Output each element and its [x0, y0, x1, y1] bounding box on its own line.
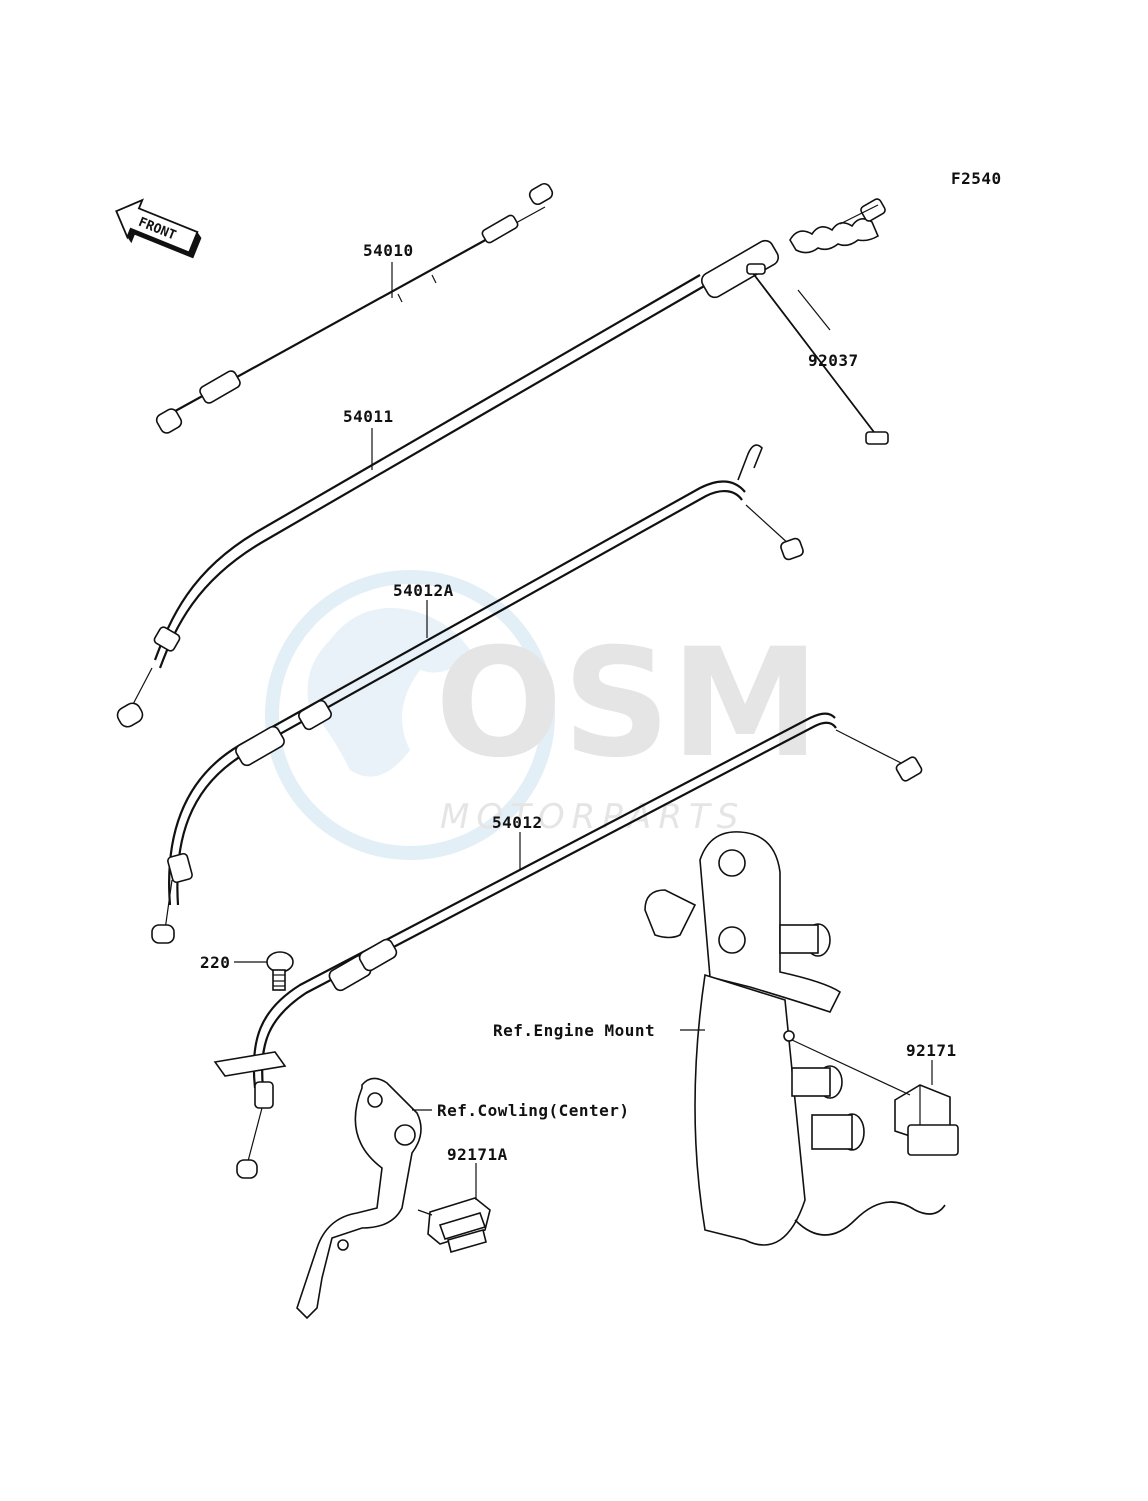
front-arrow-icon: FRONT: [115, 198, 202, 259]
callout-54010: 54010: [363, 241, 414, 260]
callout-92171: 92171: [906, 1041, 957, 1060]
cable-54012: [213, 712, 923, 1179]
watermark: OSM MOTORPARTS: [265, 570, 820, 860]
callouts: 54010 54011 92037 54012A 54012 220 Ref.E…: [200, 241, 957, 1164]
cowling-bracket: [296, 1077, 422, 1320]
callout-92171A: 92171A: [447, 1145, 508, 1164]
leader-lines: [234, 262, 933, 1216]
cable-54012A: [151, 444, 804, 944]
rod-92037: [746, 263, 889, 445]
figure-code: F2540: [951, 169, 1002, 188]
watermark-logo: OSM: [435, 617, 820, 791]
callout-ref-cowling: Ref.Cowling(Center): [437, 1101, 630, 1120]
clamp-92171A: [427, 1197, 491, 1253]
callout-54012: 54012: [492, 813, 543, 832]
globe-icon: [265, 570, 555, 860]
callout-ref-engine-mount: Ref.Engine Mount: [493, 1021, 655, 1040]
clamp-92171: [894, 1084, 959, 1156]
callout-92037: 92037: [808, 351, 859, 370]
watermark-text: MOTORPARTS: [440, 797, 745, 837]
cable-54010: [155, 182, 554, 434]
callout-54012A: 54012A: [393, 581, 454, 600]
cable-54011: [116, 198, 886, 728]
engine-mount: [644, 831, 946, 1246]
bolt-220: [266, 951, 294, 991]
callout-220: 220: [200, 953, 230, 972]
callout-54011: 54011: [343, 407, 394, 426]
